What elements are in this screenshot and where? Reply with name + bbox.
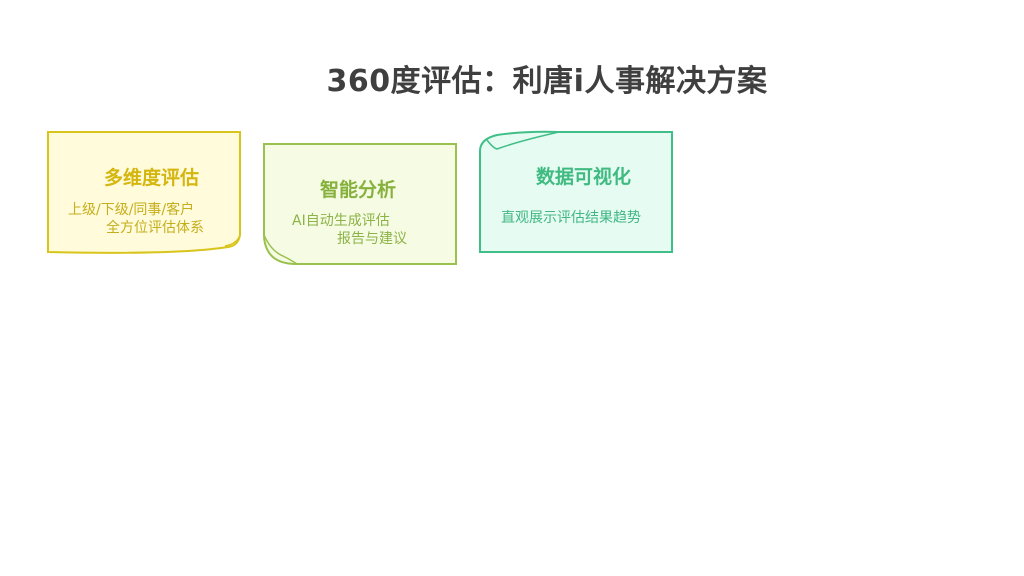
card-description-line: 直观展示评估结果趋势 [501, 210, 641, 226]
card-curl [486, 131, 560, 150]
card-title: 数据可视化 [536, 166, 632, 188]
card-data-visualization: 数据可视化 直观展示评估结果趋势 [479, 130, 673, 253]
card-shape [263, 143, 457, 265]
card-shape [47, 131, 241, 254]
card-title: 智能分析 [320, 179, 397, 201]
card-title: 多维度评估 [104, 167, 200, 189]
card-description-line: 全方位评估体系 [106, 220, 204, 236]
card-shape [479, 130, 673, 253]
card-description-line: 上级/下级/同事/客户 [68, 202, 195, 218]
card-curl [224, 234, 241, 247]
card-multi-dimension: 多维度评估 上级/下级/同事/客户 全方位评估体系 [47, 131, 241, 254]
card-curl [263, 234, 298, 265]
card-smart-analysis: 智能分析 AI自动生成评估 报告与建议 [263, 143, 457, 265]
card-background [47, 131, 241, 254]
card-background [479, 130, 673, 253]
page-title: 360度评估：利唐i人事解决方案 [326, 64, 768, 99]
card-description-line: AI自动生成评估 [292, 213, 390, 229]
card-description-line: 报告与建议 [337, 231, 407, 247]
